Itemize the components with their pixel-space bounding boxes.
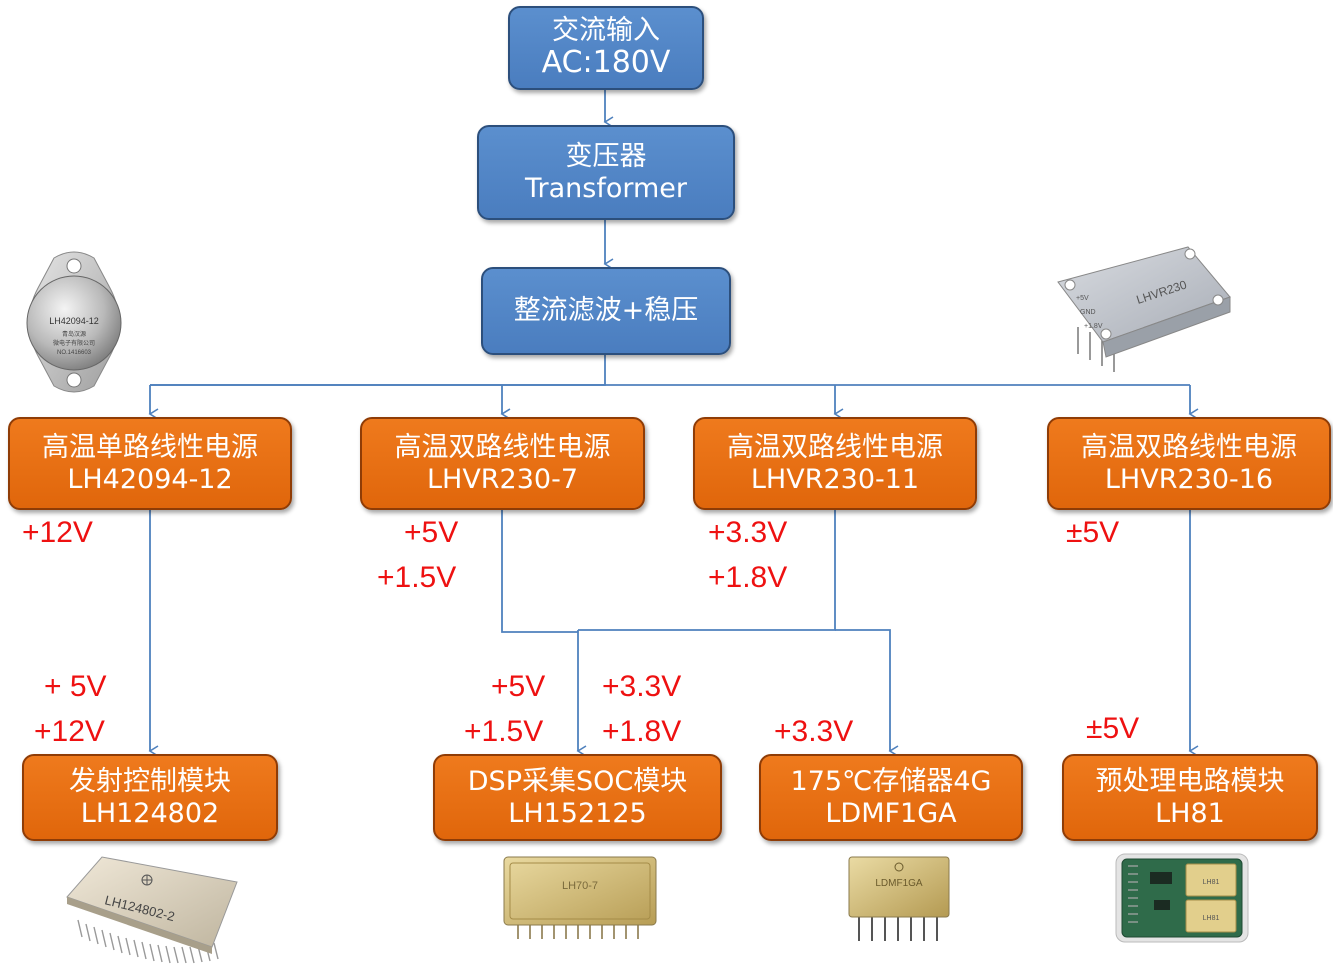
psu-node-4: 高温双路线性电源 LHVR230-16 (1047, 417, 1331, 510)
mod1-input-voltage-b: +12V (34, 715, 105, 748)
module-node-3-title: 175℃存储器4G (790, 766, 992, 798)
module-node-3: 175℃存储器4G LDMF1GA (759, 754, 1023, 841)
psu-node-3-model: LHVR230-11 (750, 463, 920, 495)
module-node-1-title: 发射控制模块 (69, 766, 231, 798)
line-psu2-out (501, 510, 578, 633)
ac-input-node: 交流输入 AC:180V (508, 6, 704, 90)
ac-input-title: 交流输入 (552, 15, 660, 47)
psu-node-1-model: LH42094-12 (67, 463, 233, 495)
module2-chip-label: LH70-7 (562, 880, 598, 892)
line-rectifier-bus (150, 355, 606, 386)
psu-node-3-title: 高温双路线性电源 (727, 432, 943, 464)
module-node-2: DSP采集SOC模块 LH152125 (433, 754, 722, 841)
module4-chip-label-a: LH81 (1203, 879, 1220, 886)
psu1-chip-sub2: 微电子有限公司 (53, 339, 95, 347)
module2-chip-image: LH70-7 (503, 856, 657, 939)
module-node-4: 预处理电路模块 LH81 (1062, 754, 1318, 841)
rectifier-node: 整流滤波+稳压 (481, 267, 731, 355)
mod2-input-voltage-b: +1.5V (464, 715, 544, 748)
psu-node-3: 高温双路线性电源 LHVR230-11 (693, 417, 977, 510)
psu2-output-voltage-a: +5V (404, 516, 459, 549)
psu1-chip-image: LH42094-12 青岛汉源 微电子有限公司 NO.1416603 (26, 251, 122, 393)
module-node-4-model: LH81 (1155, 797, 1225, 829)
psu-node-2-title: 高温双路线性电源 (394, 432, 611, 464)
module-node-4-title: 预处理电路模块 (1095, 766, 1285, 798)
transformer-node: 变压器 Transformer (477, 125, 735, 220)
transformer-subtitle: Transformer (524, 172, 687, 204)
psu-node-2-model: LHVR230-7 (426, 463, 579, 495)
psu1-chip-sub3: NO.1416603 (57, 350, 92, 356)
mod1-input-voltage-a: + 5V (44, 670, 107, 703)
psu1-chip-label: LH42094-12 (49, 316, 99, 326)
mod2-input-voltage-a: +5V (491, 670, 546, 703)
arrow-to-mod3 (835, 629, 899, 757)
psu3-output-voltage-b: +1.8V (708, 561, 788, 594)
module4-board-image: LH81 LH81 (1115, 853, 1249, 943)
mod2-input-voltage-c: +3.3V (602, 670, 682, 703)
psu-box-pin1: +5V (1076, 295, 1089, 302)
module4-chip-label-b: LH81 (1203, 915, 1220, 922)
mod2-input-voltage-d: +1.8V (602, 715, 682, 748)
psu3-output-voltage-a: +3.3V (708, 516, 788, 549)
psu-box-image: LHVR230 +5V GND +1.8V (1057, 246, 1231, 372)
mod4-input-voltage: ±5V (1086, 712, 1140, 745)
module-node-2-title: DSP采集SOC模块 (467, 766, 688, 798)
module-node-2-model: LH152125 (508, 797, 647, 829)
psu2-output-voltage-b: +1.5V (377, 561, 457, 594)
psu4-output-voltage: ±5V (1066, 516, 1120, 549)
mod3-input-voltage: +3.3V (774, 715, 854, 748)
psu-node-1: 高温单路线性电源 LH42094-12 (8, 417, 292, 510)
psu1-output-voltage: +12V (22, 516, 93, 549)
psu-box-pin3: +1.8V (1084, 323, 1103, 330)
psu-box-pin2: GND (1080, 309, 1096, 316)
psu-node-1-title: 高温单路线性电源 (42, 432, 258, 464)
rectifier-title: 整流滤波+稳压 (513, 295, 699, 327)
module1-chip-image: LH124802-2 (66, 856, 238, 964)
psu1-chip-sub1: 青岛汉源 (62, 330, 86, 338)
line-psu3-out (578, 510, 836, 631)
module-node-1: 发射控制模块 LH124802 (22, 754, 278, 841)
psu-node-4-model: LHVR230-16 (1104, 463, 1274, 495)
module-node-1-model: LH124802 (80, 797, 220, 829)
module3-chip-label: LDMF1GA (875, 878, 923, 889)
ac-input-voltage: AC:180V (541, 45, 671, 81)
module-node-3-model: LDMF1GA (825, 797, 957, 829)
module3-chip-image: LDMF1GA (848, 856, 950, 941)
psu-node-2: 高温双路线性电源 LHVR230-7 (360, 417, 645, 510)
transformer-title: 变压器 (565, 141, 647, 173)
psu-node-4-title: 高温双路线性电源 (1081, 432, 1297, 464)
